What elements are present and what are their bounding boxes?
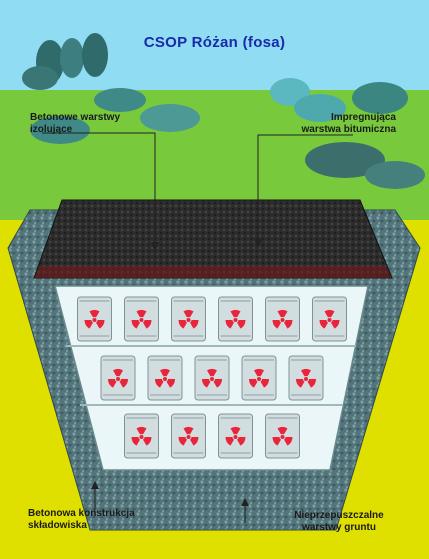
barrel: [288, 355, 324, 401]
barrel: [218, 413, 253, 459]
barrel: [312, 296, 347, 342]
label-line: izolujące: [30, 124, 73, 135]
label-line: warstwa bitumiczna: [301, 124, 396, 135]
label-insulating-layers: Betonowe warstwy izolujące: [30, 112, 120, 136]
label-line: Betonowa konstrukcja: [28, 508, 135, 519]
barrel: [171, 296, 206, 342]
label-line: Impregnująca: [330, 112, 396, 123]
label-impermeable-soil: Nieprzepuszczalne warstwy gruntu: [264, 510, 414, 534]
barrel: [265, 296, 300, 342]
radiation-trefoil-icon: [319, 310, 340, 329]
radiation-trefoil-icon: [108, 369, 128, 388]
leader-lines: [42, 132, 353, 523]
barrel: [100, 355, 136, 401]
trees: [22, 33, 425, 189]
label-line: warstwy gruntu: [302, 522, 376, 533]
diagram-title: CSOP Różan (fosa): [143, 34, 286, 51]
radiation-trefoil-icon: [131, 427, 152, 446]
bitumen-edge: [34, 266, 392, 278]
barrel: [124, 296, 159, 342]
radiation-trefoil-icon: [202, 369, 222, 388]
radiation-trefoil-icon: [178, 427, 199, 446]
barrel: [265, 413, 300, 459]
radiation-trefoil-icon: [225, 427, 246, 446]
label-line: składowiska: [28, 520, 87, 531]
radiation-trefoil-icon: [84, 310, 105, 329]
label-line: Nieprzepuszczalne: [294, 510, 384, 521]
barrel-group: [77, 296, 347, 459]
barrel: [194, 355, 230, 401]
radiation-trefoil-icon: [155, 369, 175, 388]
barrel: [241, 355, 277, 401]
label-line: Betonowe warstwy: [30, 112, 121, 123]
radiation-trefoil-icon: [131, 310, 152, 329]
barrel: [124, 413, 159, 459]
barrel: [77, 296, 112, 342]
radiation-trefoil-icon: [272, 427, 293, 446]
radiation-trefoil-icon: [296, 369, 316, 388]
barrel: [171, 413, 206, 459]
barrel: [218, 296, 253, 342]
barrel: [147, 355, 183, 401]
radiation-trefoil-icon: [249, 369, 269, 388]
radiation-trefoil-icon: [178, 310, 199, 329]
label-bitumen-layer: Impregnująca warstwa bitumiczna: [286, 112, 396, 136]
radiation-trefoil-icon: [272, 310, 293, 329]
label-concrete-structure: Betonowa konstrukcja składowiska: [28, 508, 135, 532]
radiation-trefoil-icon: [225, 310, 246, 329]
